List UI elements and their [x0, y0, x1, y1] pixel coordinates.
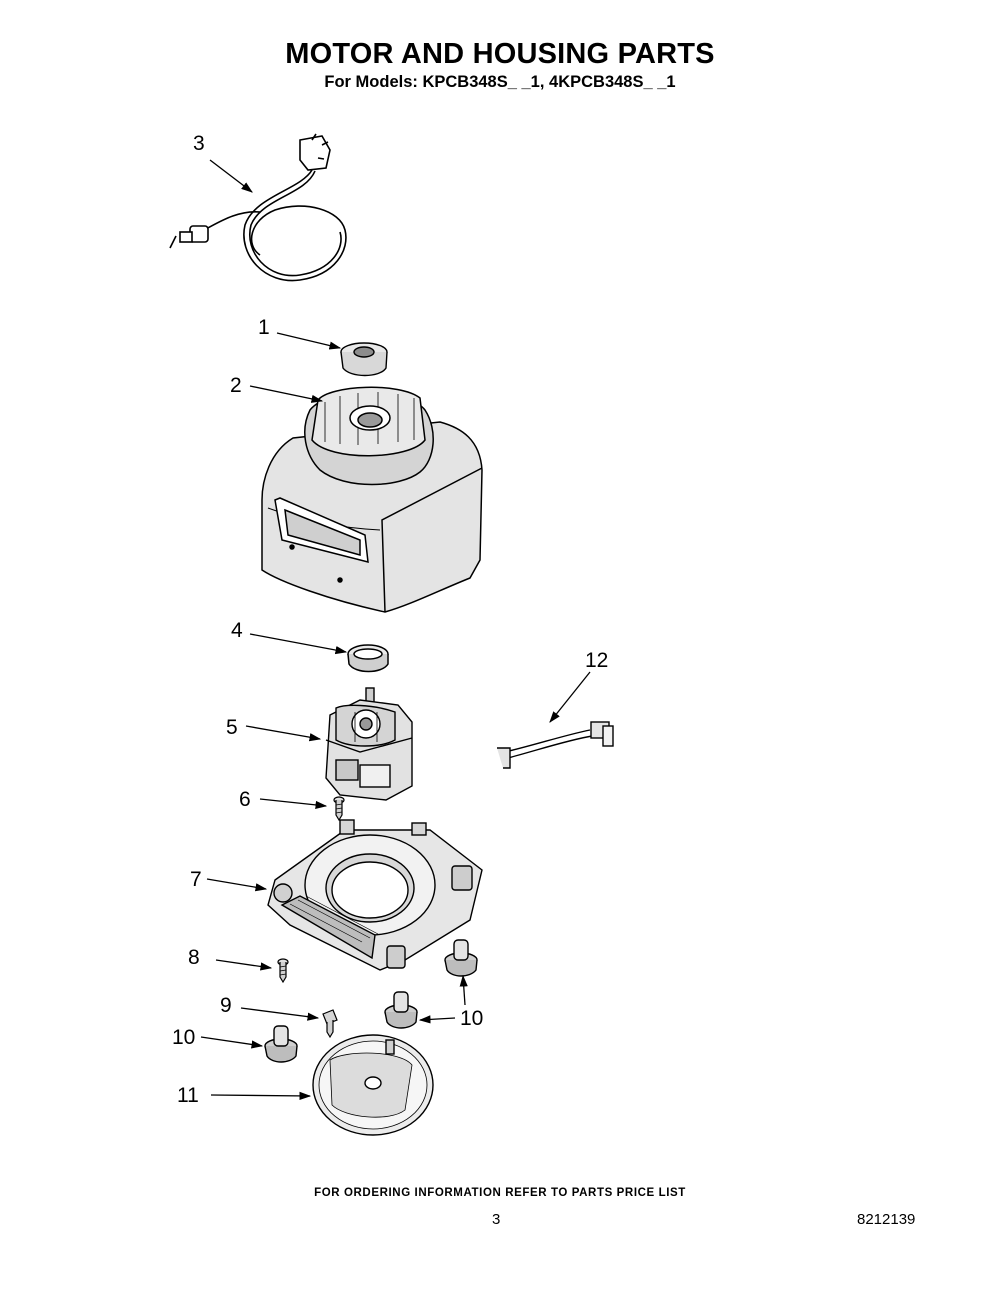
- plate-screw-part: [322, 1009, 338, 1039]
- callout-1: 1: [258, 316, 270, 339]
- callout-3: 3: [193, 132, 205, 155]
- page-title: MOTOR AND HOUSING PARTS: [285, 38, 715, 70]
- callout-11: 11: [177, 1084, 199, 1107]
- callout-10-left: 10: [172, 1026, 195, 1049]
- wire-harness-part: [497, 721, 614, 769]
- power-cord-part: [169, 133, 347, 282]
- motor-part: [325, 687, 413, 801]
- base-screw-part: [277, 958, 289, 984]
- callout-12: 12: [585, 649, 608, 672]
- foot-part-left: [264, 1025, 298, 1063]
- model-subtitle: For Models: KPCB348S_ _1, 4KPCB348S_ _1: [324, 73, 676, 91]
- bottom-plate-part: [312, 1034, 434, 1136]
- foot-part-right-upper: [444, 939, 478, 977]
- callout-5: 5: [226, 716, 238, 739]
- callout-8: 8: [188, 946, 200, 969]
- page-number: 3: [492, 1211, 501, 1228]
- callout-7: 7: [190, 868, 202, 891]
- foot-part-center: [384, 991, 418, 1029]
- callout-2: 2: [230, 374, 242, 397]
- ordering-note: FOR ORDERING INFORMATION REFER TO PARTS …: [314, 1187, 686, 1199]
- callout-9: 9: [220, 994, 232, 1017]
- document-number: 8212139: [857, 1211, 916, 1228]
- callout-10-right: 10: [460, 1007, 483, 1030]
- motor-housing-part: [261, 386, 483, 613]
- drive-coupler-part: [340, 342, 388, 377]
- motor-screw-part: [333, 796, 345, 822]
- callout-6: 6: [239, 788, 251, 811]
- base-part: [267, 819, 483, 971]
- ring-part: [347, 644, 389, 673]
- callout-4: 4: [231, 619, 243, 642]
